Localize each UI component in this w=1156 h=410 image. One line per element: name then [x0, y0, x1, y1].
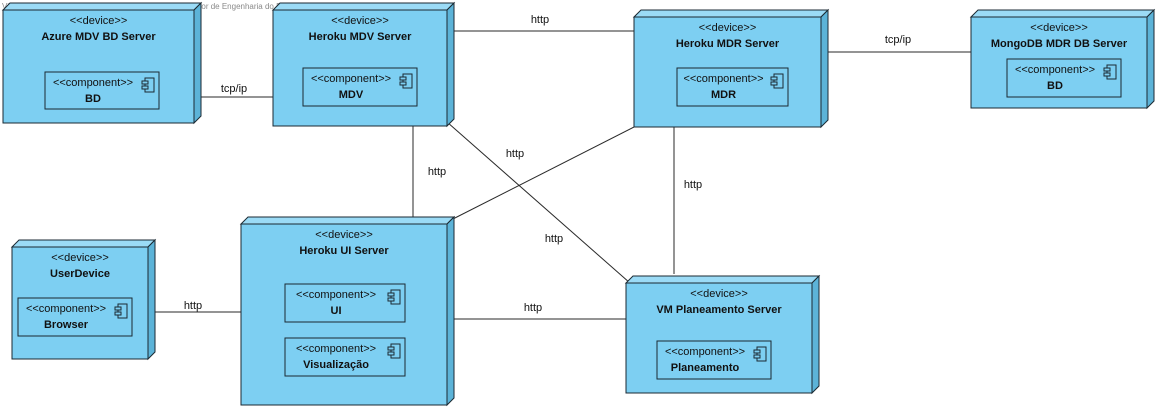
- connector-line: [446, 121, 631, 284]
- component-box: [302, 67, 418, 107]
- connector-label: http: [531, 14, 549, 26]
- node-title: UserDevice: [50, 268, 110, 280]
- component-stereotype: <<component>>: [311, 73, 391, 85]
- node-mdv[interactable]: <<device>> Heroku MDV Server <<component>>…: [271, 1, 456, 128]
- node-mongo[interactable]: <<device>> MongoDB MDR DB Server <<compone…: [969, 8, 1156, 110]
- connector-label: http: [524, 302, 542, 314]
- node-stereotype: <<device>>: [1030, 22, 1088, 34]
- node-azure[interactable]: <<device>> Azure MDV BD Server <<component…: [1, 1, 203, 125]
- component-stereotype: <<component>>: [683, 73, 763, 85]
- node-mdr[interactable]: <<device>> Heroku MDR Server <<component>>…: [632, 8, 830, 129]
- connector-mdr-ui[interactable]: http: [446, 126, 635, 245]
- node-title: Heroku MDR Server: [676, 38, 780, 50]
- component-mdr-0[interactable]: <<component>> MDR: [676, 67, 789, 107]
- component-stereotype: <<component>>: [665, 346, 745, 358]
- node-stereotype: <<device>>: [699, 22, 757, 34]
- component-box: [44, 71, 160, 110]
- node-top-face: [271, 2, 456, 11]
- component-name: Visualização: [303, 359, 369, 371]
- node-side-face: [193, 1, 202, 125]
- component-stereotype: <<component>>: [296, 343, 376, 355]
- component-stereotype: <<component>>: [53, 77, 133, 89]
- component-stereotype: <<component>>: [26, 303, 106, 315]
- node-stereotype: <<device>>: [51, 252, 109, 264]
- component-stereotype: <<component>>: [296, 289, 376, 301]
- connector-azure-mdv[interactable]: tcp/ip: [194, 83, 273, 98]
- component-mongo-0[interactable]: <<component>> BD: [1006, 58, 1122, 98]
- connector-mdr-mongo[interactable]: tcp/ip: [821, 34, 971, 53]
- node-top-face: [10, 239, 157, 248]
- component-box: [17, 297, 133, 337]
- connector-label: http: [545, 233, 563, 245]
- node-side-face: [147, 238, 156, 361]
- connector-label: http: [184, 300, 202, 312]
- connector-label: http: [428, 166, 446, 178]
- component-icon: [770, 73, 784, 89]
- component-user-0[interactable]: <<component>> Browser: [17, 297, 133, 337]
- component-box: [284, 337, 406, 377]
- node-title: VM Planeamento Server: [656, 304, 782, 316]
- component-ui-0[interactable]: <<component>> UI: [284, 283, 406, 323]
- node-stereotype: <<device>>: [331, 15, 389, 27]
- component-icon: [753, 346, 767, 362]
- component-stereotype: <<component>>: [1015, 64, 1095, 76]
- connector-line: [446, 126, 635, 223]
- component-icon: [114, 303, 128, 319]
- node-top-face: [1, 2, 203, 11]
- component-mdv-0[interactable]: <<component>> MDV: [302, 67, 418, 107]
- component-icon: [1103, 64, 1117, 80]
- component-icon: [141, 77, 155, 93]
- connector-label: tcp/ip: [221, 83, 247, 95]
- component-box: [656, 340, 772, 380]
- component-icon: [399, 73, 413, 89]
- node-title: Heroku UI Server: [299, 245, 389, 257]
- component-name: MDR: [711, 89, 736, 101]
- node-title: Heroku MDV Server: [309, 31, 412, 43]
- component-icon: [387, 343, 401, 359]
- node-stereotype: <<device>>: [315, 229, 373, 241]
- connector-user-ui[interactable]: http: [148, 300, 241, 313]
- node-ui[interactable]: <<device>> Heroku UI Server <<component>> U…: [239, 215, 456, 407]
- node-side-face: [1146, 8, 1155, 110]
- component-name: BD: [1047, 80, 1063, 92]
- node-title: MongoDB MDR DB Server: [991, 38, 1128, 50]
- component-ui-1[interactable]: <<component>> Visualização: [284, 337, 406, 377]
- node-top-face: [632, 9, 830, 18]
- component-name: Browser: [44, 319, 89, 331]
- connector-mdv-vm[interactable]: http: [446, 121, 631, 284]
- node-top-face: [624, 275, 821, 284]
- component-box: [1006, 58, 1122, 98]
- node-side-face: [446, 1, 455, 128]
- node-side-face: [811, 274, 820, 395]
- connector-label: http: [684, 179, 702, 191]
- component-name: Planeamento: [671, 362, 740, 374]
- component-icon: [387, 289, 401, 305]
- component-vm-0[interactable]: <<component>> Planeamento: [656, 340, 772, 380]
- component-box: [284, 283, 406, 323]
- connector-mdv-ui[interactable]: http: [412, 126, 446, 217]
- connector-label: tcp/ip: [885, 34, 911, 46]
- component-name: UI: [331, 305, 342, 317]
- node-vm[interactable]: <<device>> VM Planeamento Server <<compone…: [624, 274, 821, 395]
- node-side-face: [446, 215, 455, 407]
- component-box: [676, 67, 789, 107]
- component-azure-0[interactable]: <<component>> BD: [44, 71, 160, 110]
- node-side-face: [820, 8, 829, 129]
- component-name: BD: [85, 93, 101, 105]
- connector-ui-vm[interactable]: http: [447, 302, 626, 320]
- node-top-face: [969, 9, 1156, 18]
- connector-label: http: [506, 148, 524, 160]
- node-stereotype: <<device>>: [70, 15, 128, 27]
- node-top-face: [239, 216, 456, 225]
- node-title: Azure MDV BD Server: [41, 31, 156, 43]
- node-user[interactable]: <<device>> UserDevice <<component>> Browser: [10, 238, 157, 361]
- connector-mdv-mdr[interactable]: http: [447, 14, 634, 32]
- component-name: MDV: [339, 89, 364, 101]
- node-stereotype: <<device>>: [690, 288, 748, 300]
- connector-mdr-vm[interactable]: http: [673, 127, 702, 274]
